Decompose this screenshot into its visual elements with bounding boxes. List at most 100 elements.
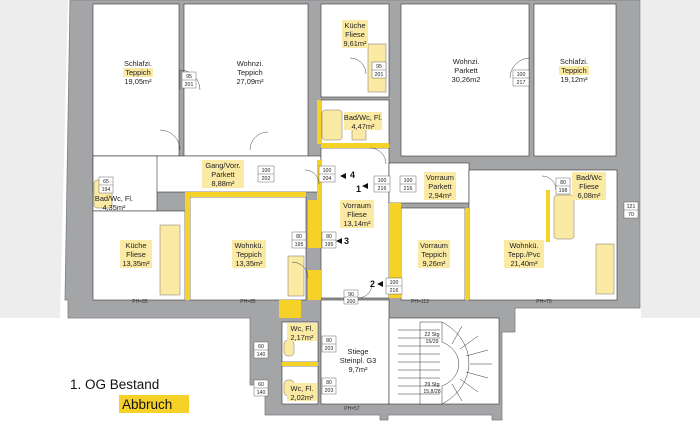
section-markers: 1 4 3 2	[336, 170, 383, 289]
svg-text:216: 216	[404, 186, 413, 192]
svg-text:203: 203	[325, 388, 334, 394]
room-name: Schlafzi.	[124, 59, 152, 68]
svg-text:60: 60	[258, 382, 264, 388]
title-highlight	[119, 395, 189, 413]
room-area: 19,12m²	[560, 75, 588, 84]
demo-wall-vorraum-right	[465, 208, 469, 300]
room-name: Vorraum	[426, 173, 454, 182]
door-arc-4	[349, 57, 367, 75]
room-floor: Teppich	[236, 250, 261, 259]
svg-text:202: 202	[262, 176, 271, 182]
stair-inner	[441, 341, 459, 387]
demolition-walls	[185, 100, 550, 366]
room-floor: Teppich	[237, 68, 262, 77]
label-vorraum-teppich: Vorraum Teppich 9,26m²	[418, 240, 450, 268]
parapet-height: PH=70	[536, 299, 552, 305]
label-kueche-left: Küche Fliese 13,35m²	[120, 240, 152, 268]
room-name: Bad/Wc, Fl.	[344, 113, 382, 122]
svg-text:200: 200	[347, 299, 356, 305]
svg-text:80: 80	[326, 380, 332, 386]
svg-text:100: 100	[323, 168, 332, 174]
room-name: Wohnkü.	[234, 241, 263, 250]
label-wohnzi-right: Wohnzi. Parkett 30,26m2	[452, 57, 481, 84]
svg-text:140: 140	[257, 352, 266, 358]
bath-tub-top	[321, 109, 343, 141]
demo-wall-wc-sep	[282, 362, 318, 366]
stair-count: 22 Stg	[425, 332, 440, 338]
room-area: 8,88m²	[211, 179, 235, 188]
svg-text:195: 195	[325, 242, 334, 248]
door-swings	[159, 57, 557, 299]
marker-arrow-3	[336, 238, 342, 244]
room-area: 21,40m²	[510, 259, 538, 268]
label-schlafzi-left: Schlafzi. Teppich 19,05m²	[123, 59, 153, 86]
room-labels: Schlafzi. Teppich 19,05m² Wohnzi. Teppic…	[95, 20, 606, 402]
stove-left	[159, 224, 181, 296]
room-floor: Parkett	[428, 182, 451, 191]
svg-text:90: 90	[348, 292, 354, 298]
room-name: Küche	[345, 21, 366, 30]
room-area: 30,26m2	[452, 75, 481, 84]
svg-text:100: 100	[517, 72, 526, 78]
room-area: 9,7m²	[349, 365, 368, 374]
parapet-height: PH=85	[240, 299, 256, 305]
bath-tub-right	[553, 194, 575, 240]
parapet-labels: PH=85 PH=85 PH=113 PH=70 PH=57	[132, 299, 552, 412]
demo-wall-vorraum-top	[321, 143, 389, 148]
svg-text:95: 95	[376, 64, 382, 70]
svg-text:201: 201	[185, 82, 194, 88]
room-area: 4,35m²	[102, 203, 126, 212]
room-area: 2,17m²	[290, 333, 314, 342]
room-floor: Parkett	[454, 66, 477, 75]
label-wc1: Wc, Fl. 2,17m²	[287, 323, 317, 342]
svg-text:100: 100	[378, 178, 387, 184]
label-stg29: 29 Stg 15,8/28	[423, 382, 440, 395]
stair-ratio: 15/29	[426, 339, 439, 345]
room-name: Küche	[126, 241, 147, 250]
demo-wall-gang-bottom	[185, 192, 306, 197]
toilet-1	[283, 339, 295, 357]
demo-wall-kueche-left	[185, 197, 190, 300]
door-arc-5	[509, 57, 531, 79]
staircase	[398, 321, 492, 405]
svg-text:80: 80	[326, 338, 332, 344]
svg-text:80: 80	[296, 234, 302, 240]
room-area: 2,94m²	[428, 191, 452, 200]
label-gang: Gang/Vorr. Parkett 8,88m²	[202, 160, 244, 188]
room-area: 19,05m²	[124, 77, 152, 86]
room-name: Bad/Wc	[576, 173, 602, 182]
svg-text:95: 95	[186, 74, 192, 80]
label-stiege: Stiege Steinpl. G3 9,7m²	[340, 347, 377, 374]
stair-ratio: 15,8/28	[423, 389, 440, 395]
room-floor: Fliese	[345, 30, 365, 39]
room-area: 13,35m²	[235, 259, 263, 268]
room-name: Wc, Fl.	[291, 324, 314, 333]
room-floor: Steinpl. G3	[340, 356, 377, 365]
door-arc-6	[369, 147, 387, 165]
plan-subtitle: Abbruch	[122, 397, 172, 412]
room-name: Wohnzi.	[453, 57, 480, 66]
label-schlafzi-right: Schlafzi. Teppich 19,12m²	[559, 57, 589, 84]
room-floor: Fliese	[579, 182, 599, 191]
label-bad-right: Bad/Wc Fliese 6,08m²	[572, 172, 606, 200]
label-bad-left: Bad/Wc, Fl. 4,35m²	[95, 194, 133, 212]
room-floor: Teppich	[421, 250, 446, 259]
courtyard-left	[0, 0, 68, 318]
label-kueche-top: Küche Fliese 9,61m²	[342, 20, 368, 48]
room-wohnzi-right	[400, 3, 530, 157]
room-area: 2,02m²	[290, 393, 314, 402]
marker-4: 4	[350, 170, 355, 180]
label-vorraum-center: Vorraum Fliese 13,14m²	[340, 200, 374, 228]
